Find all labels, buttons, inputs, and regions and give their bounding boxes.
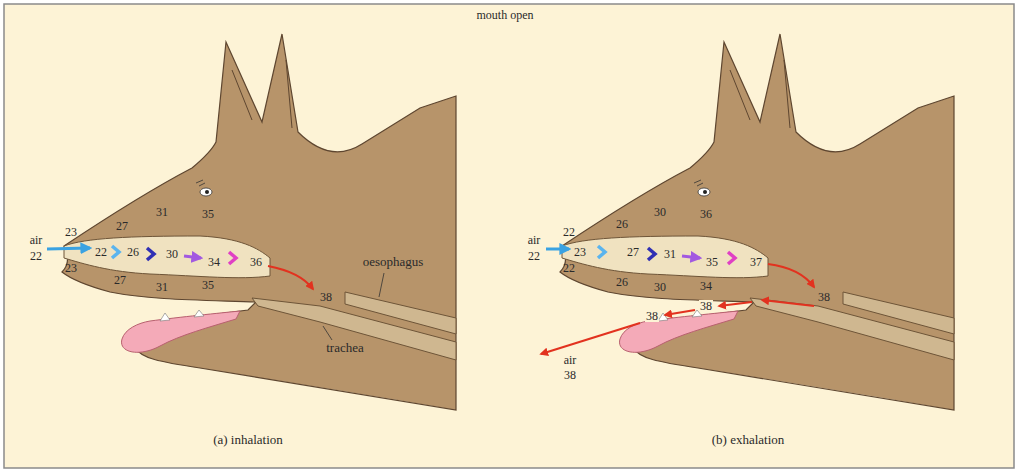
airflow-chevron [728,252,735,264]
temperature-label: 30 [653,281,667,294]
airflow-arrow [665,310,695,315]
temperature-label: 27 [115,220,129,233]
temperature-label: 23 [573,246,587,259]
airflow-arrow [682,256,700,258]
airflow-arrow [184,256,201,258]
temperature-label: 31 [155,206,169,219]
temperature-label: 38 [699,300,713,313]
airflow-chevron [112,246,119,258]
airflow-chevron [229,252,236,264]
air-label: air [563,354,578,367]
airflow-chevron [648,248,655,260]
temperature-label: 38 [817,291,831,304]
temperature-label: 35 [201,208,215,221]
leader-line [323,326,332,340]
temperature-label: 22 [527,250,541,263]
leader-line [379,273,384,297]
temperature-label: 31 [663,248,677,261]
temperature-label: 27 [113,274,127,287]
temperature-label: 31 [155,281,169,294]
temperature-label: 23 [64,226,78,239]
airflow-arrow [546,248,569,251]
temperature-label: 35 [705,256,719,269]
panel-caption: (a) inhalation [212,433,284,447]
temperature-label: 26 [615,276,629,289]
temperature-label: 26 [126,246,140,259]
temperature-label: 38 [645,310,659,323]
temperature-label: 23 [64,262,78,275]
air-label: air [29,234,44,247]
airflow-chevron [147,248,154,260]
airflow-arrow [762,300,814,306]
part-name: trachea [325,341,365,355]
temperature-label: 34 [207,256,221,269]
temperature-label: 26 [615,218,629,231]
temperature-label: 37 [749,256,763,269]
airflow-arrow [768,264,814,287]
temperature-label: 34 [699,280,713,293]
airflow-arrow [47,248,90,249]
temperature-label: 22 [562,262,576,275]
temperature-label: 38 [563,369,577,382]
air-label: air [527,234,542,247]
airflow-arrow [541,323,640,354]
temperature-label: 35 [201,279,215,292]
part-name: oesophagus [362,255,425,269]
airflow-arrow [268,266,313,289]
dog-figure [560,34,954,410]
airflow-chevron [598,246,605,258]
temperature-label: 30 [165,248,179,261]
frame [4,4,1014,468]
temperature-label: 36 [249,256,263,269]
temperature-label: 38 [319,291,333,304]
temperature-label: 22 [562,226,576,239]
panel-caption: (b) exhalation [711,433,786,447]
temperature-label: 30 [653,206,667,219]
temperature-label: 22 [29,250,43,263]
airflow-arrow [719,302,752,306]
temperature-label: 36 [699,208,713,221]
temperature-label: 22 [94,246,108,259]
diagram-title: mouth open [476,9,535,22]
dog-figure [62,34,456,410]
temperature-label: 27 [626,246,640,259]
